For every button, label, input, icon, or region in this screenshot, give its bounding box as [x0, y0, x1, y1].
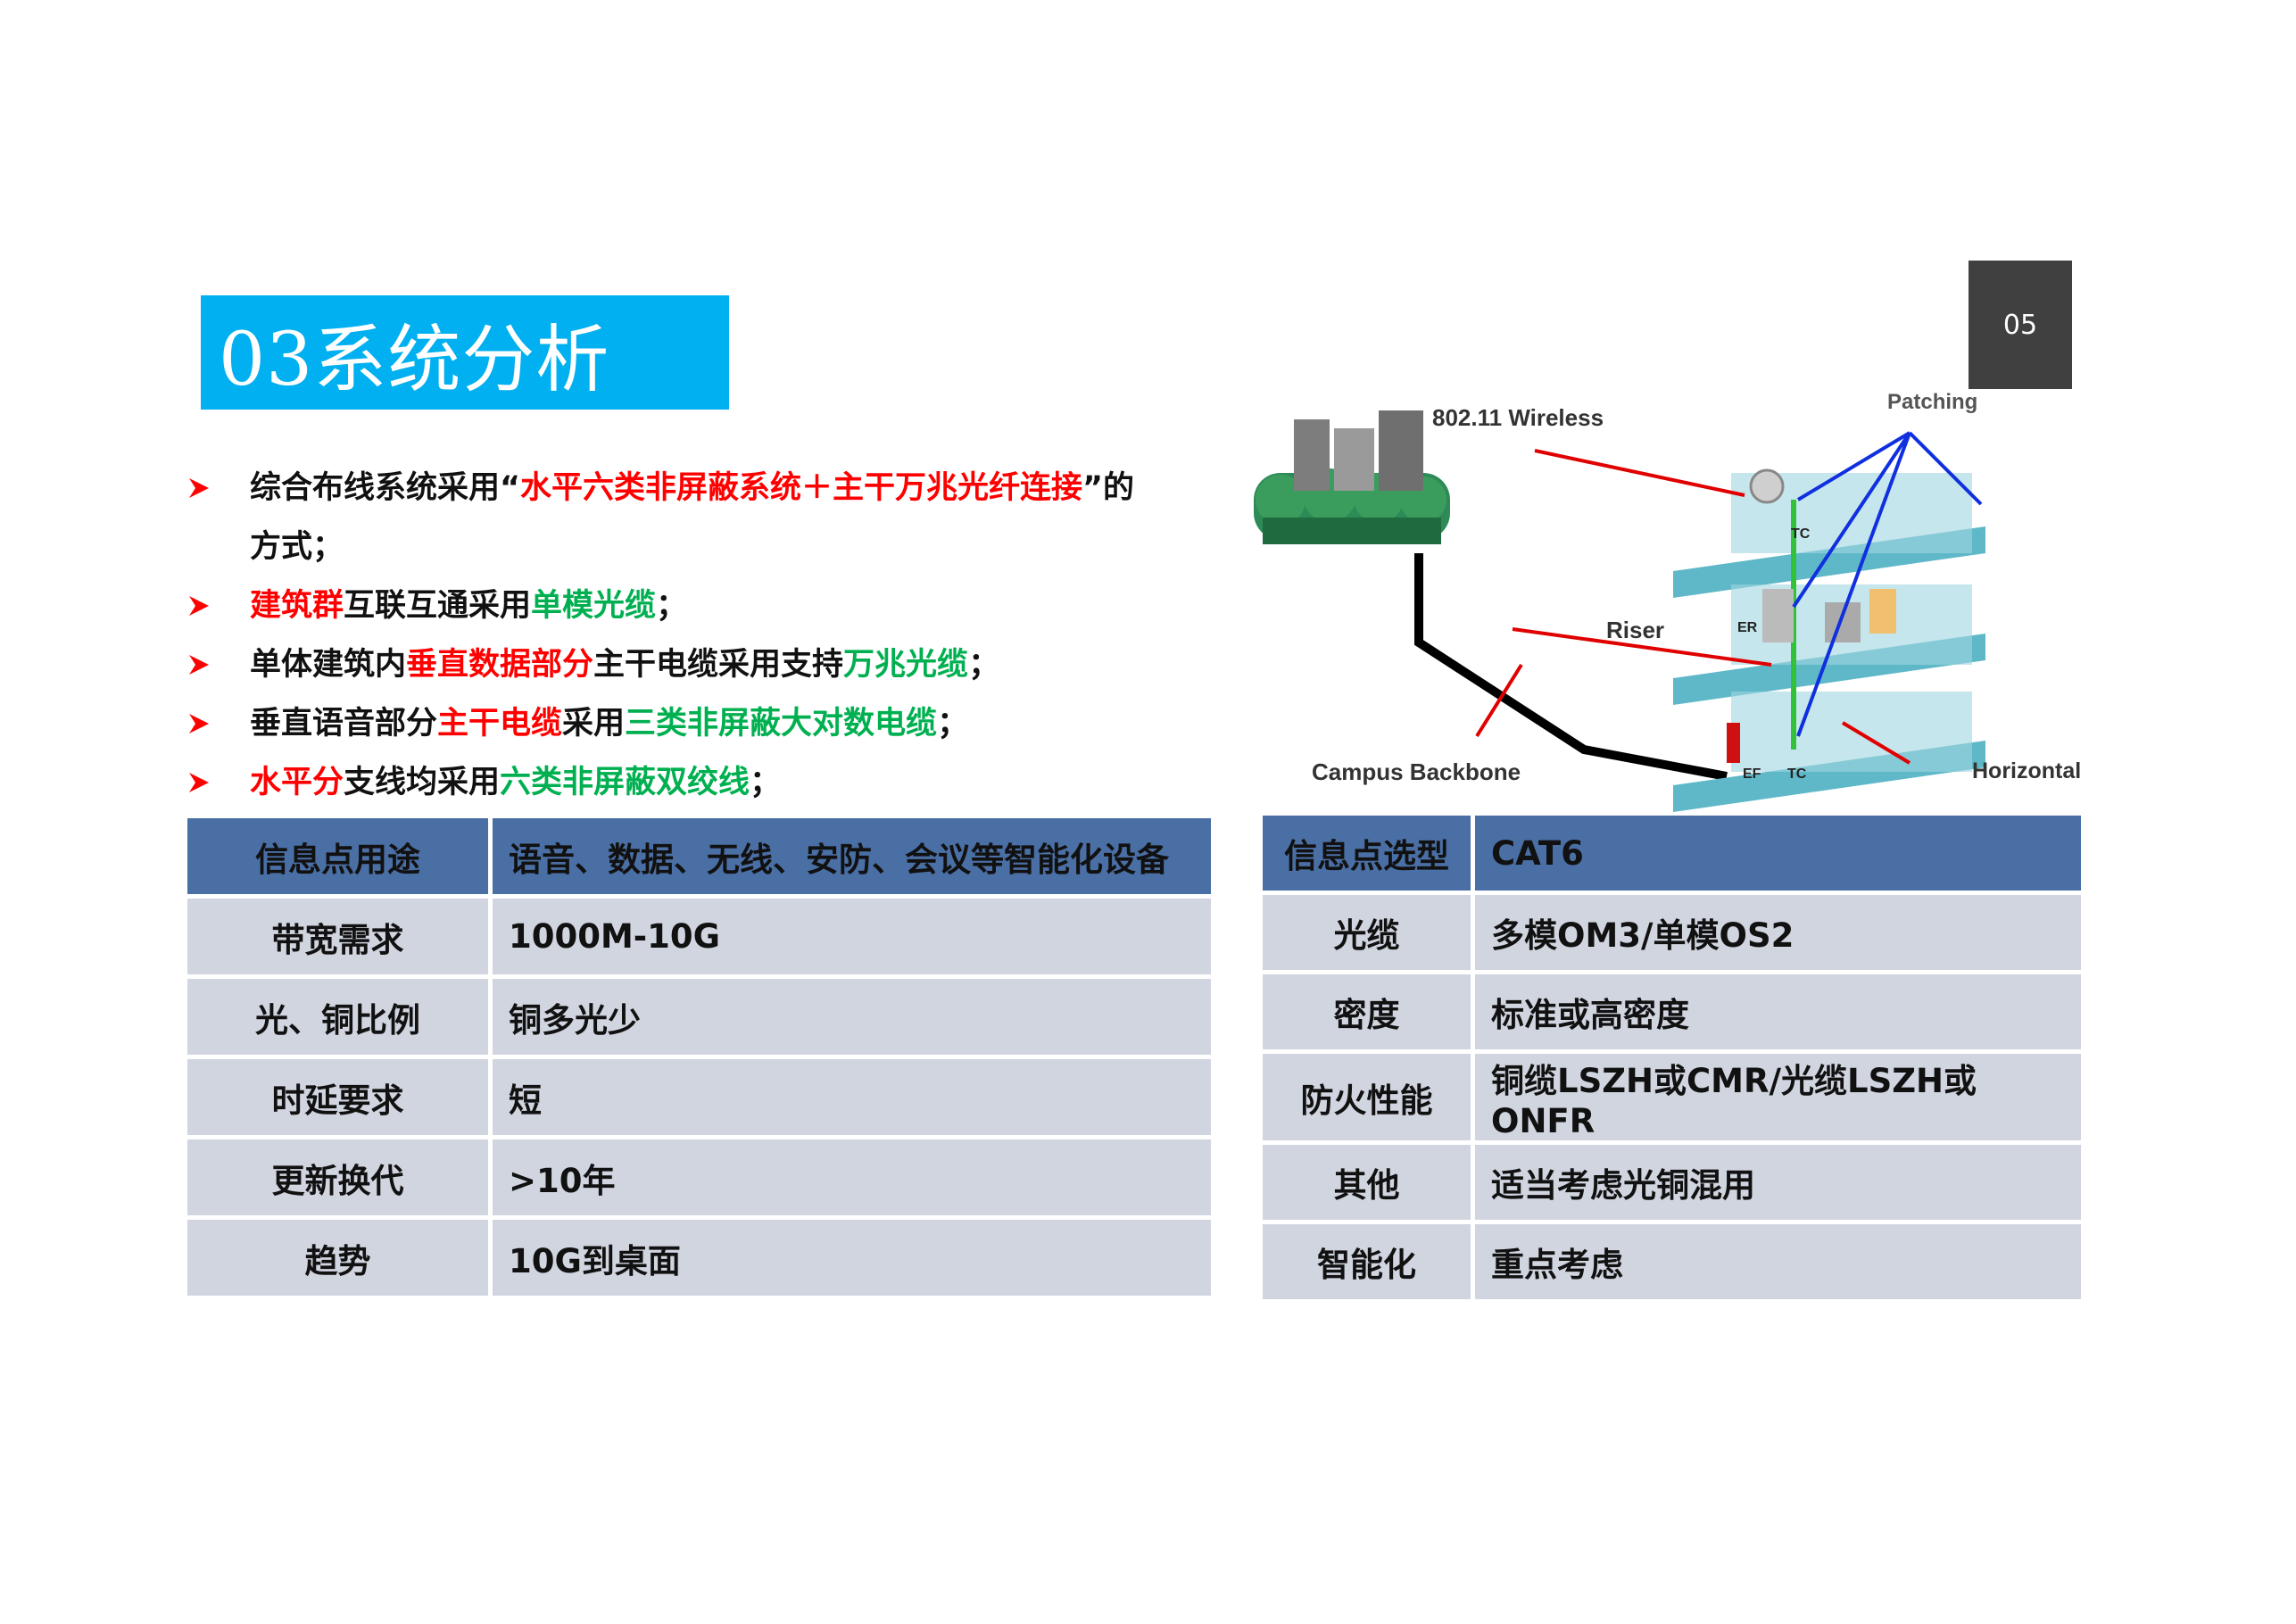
table-header-label: 信息点用途: [187, 818, 493, 899]
bullet-segment: 垂直数据部分: [406, 647, 594, 683]
bullet-segment: 单体建筑内: [250, 647, 407, 683]
row-value: 适当考虑光铜混用: [1475, 1145, 2085, 1224]
bullet-segment: ；: [656, 588, 688, 624]
bullet-segment: 支线均采用: [344, 765, 501, 800]
row-value: 标准或高密度: [1475, 974, 2085, 1054]
label-horizontal: Horizontal: [1972, 758, 2081, 783]
row-label: 其他: [1263, 1145, 1475, 1224]
label-er: ER: [1737, 620, 1758, 635]
table-row: 光缆 多模OM3/单模OS2: [1263, 895, 2085, 974]
row-label: 光缆: [1263, 895, 1475, 974]
bullet-arrow-icon: [187, 576, 223, 635]
bullet-segment: 垂直语音部分: [250, 706, 438, 742]
table-row: 更新换代 >10年: [187, 1139, 1215, 1220]
bullet-segment: 采用: [562, 706, 626, 742]
page-title: 03系统分析: [219, 317, 610, 402]
row-label: 光、铜比例: [187, 979, 493, 1059]
row-value: 铜多光少: [493, 979, 1215, 1059]
row-value: 多模OM3/单模OS2: [1475, 895, 2085, 974]
bullet-segment: 方式；: [250, 529, 344, 565]
bullet-segment: ；: [968, 647, 1000, 683]
table-header-label: 信息点选型: [1263, 816, 1475, 895]
bullet-segment: 水平六类非屏蔽系统＋主干万兆光纤连接: [520, 470, 1083, 506]
bullet-segment: 三类非屏蔽大对数电缆: [625, 706, 938, 742]
row-value: 1000M-10G: [493, 899, 1215, 979]
table-header-row: 信息点用途 语音、数据、无线、安防、会议等智能化设备: [187, 818, 1215, 899]
row-value: >10年: [493, 1139, 1215, 1220]
label-backbone: Campus Backbone: [1312, 758, 1521, 785]
bullet-segment: 单模光缆: [531, 588, 657, 624]
row-label: 智能化: [1263, 1224, 1475, 1304]
label-tc-bottom: TC: [1787, 766, 1807, 782]
label-patching: Patching: [1887, 393, 1977, 414]
bullet-arrow-icon: [187, 459, 223, 518]
table-row: 其他 适当考虑光铜混用: [1263, 1145, 2085, 1224]
bullet-segment: ”的: [1082, 470, 1135, 506]
row-value: 铜缆LSZH或CMR/光缆LSZH或ONFR: [1475, 1054, 2085, 1145]
table-row: 带宽需求 1000M-10G: [187, 899, 1215, 979]
row-label: 更新换代: [187, 1139, 493, 1220]
table-row: 时延要求 短: [187, 1059, 1215, 1139]
bullet-segment: ；: [750, 765, 782, 800]
bullet-segment: 主干电缆: [437, 706, 563, 742]
bullet-item: 单体建筑内垂直数据部分主干电缆采用支持万兆光缆；: [187, 635, 1214, 694]
bullet-list: 综合布线系统采用“水平六类非屏蔽系统＋主干万兆光纤连接”的方式； 建筑群互联互通采…: [187, 459, 1214, 812]
bullet-item: 建筑群互联互通采用单模光缆；: [187, 576, 1214, 635]
bullet-arrow-icon: [187, 635, 223, 694]
label-wireless: 802.11 Wireless: [1432, 404, 1604, 431]
table-row: 光、铜比例 铜多光少: [187, 979, 1215, 1059]
bullet-segment: 建筑群: [250, 588, 344, 624]
table-header-value: 语音、数据、无线、安防、会议等智能化设备: [493, 818, 1215, 899]
title-banner: 03系统分析: [201, 295, 729, 410]
bullet-segment: 六类非屏蔽双绞线: [500, 765, 750, 800]
page-number: 05: [1969, 261, 2072, 389]
campus-buildings-icon: [1254, 410, 1450, 544]
bullet-segment: 综合布线系统采用“: [250, 470, 521, 506]
bullet-item: 垂直语音部分主干电缆采用三类非屏蔽大对数电缆；: [187, 694, 1214, 753]
row-label: 趋势: [187, 1220, 493, 1300]
bullet-item: 水平分支线均采用六类非屏蔽双绞线；: [187, 753, 1214, 812]
table-header-row: 信息点选型 CAT6: [1263, 816, 2085, 895]
row-label: 防火性能: [1263, 1054, 1475, 1145]
diagram-arrows: [1475, 431, 1983, 765]
row-label: 时延要求: [187, 1059, 493, 1139]
usage-table: 信息点用途 语音、数据、无线、安防、会议等智能化设备 带宽需求 1000M-10…: [187, 818, 1215, 1300]
selection-table: 信息点选型 CAT6 光缆 多模OM3/单模OS2 密度 标准或高密度 防火性能…: [1263, 816, 2085, 1304]
table-row: 防火性能 铜缆LSZH或CMR/光缆LSZH或ONFR: [1263, 1054, 2085, 1145]
table-row: 智能化 重点考虑: [1263, 1224, 2085, 1304]
bullet-segment: ；: [937, 706, 969, 742]
row-value: 短: [493, 1059, 1215, 1139]
table-header-value: CAT6: [1475, 816, 2085, 895]
row-label: 密度: [1263, 974, 1475, 1054]
label-riser: Riser: [1606, 617, 1664, 643]
table-row: 趋势 10G到桌面: [187, 1220, 1215, 1300]
label-tc-top: TC: [1791, 526, 1811, 542]
label-ef: EF: [1743, 766, 1761, 782]
row-value: 10G到桌面: [493, 1220, 1215, 1300]
bullet-arrow-icon: [187, 694, 223, 753]
bullet-item: 综合布线系统采用“水平六类非屏蔽系统＋主干万兆光纤连接”的: [187, 459, 1214, 518]
building-floors-icon: [1673, 468, 1985, 812]
table-row: 密度 标准或高密度: [1263, 974, 2085, 1054]
bullet-item: 方式；: [187, 518, 1214, 576]
bullet-arrow-icon: [187, 753, 223, 812]
bullet-segment: 万兆光缆: [843, 647, 969, 683]
bullet-segment: 互联互通采用: [344, 588, 532, 624]
row-label: 带宽需求: [187, 899, 493, 979]
bullet-segment: 水平分: [250, 765, 344, 800]
row-value: 重点考虑: [1475, 1224, 2085, 1304]
cabling-diagram: 802.11 Wireless Patching Riser Campus Ba…: [1254, 393, 2081, 812]
bullet-segment: 主干电缆采用支持: [593, 647, 844, 683]
